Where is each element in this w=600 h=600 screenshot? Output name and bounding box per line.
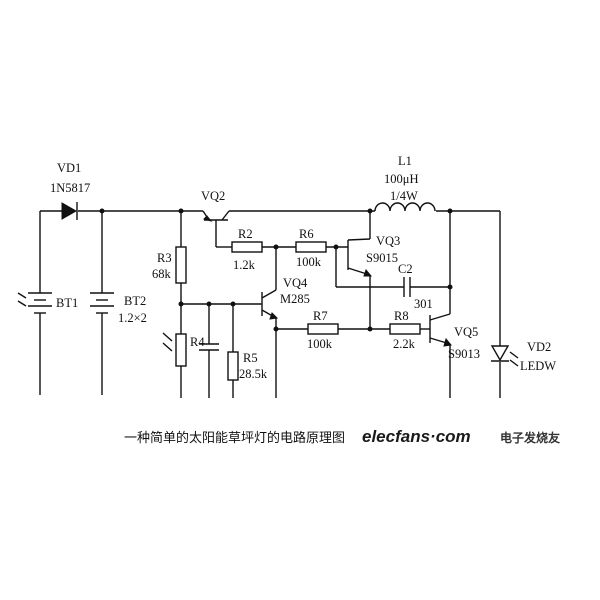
- c2-ref: C2: [398, 262, 413, 276]
- watermark-tagline: 电子发烧友: [500, 430, 560, 445]
- vq2-ref: VQ2: [201, 189, 225, 203]
- r6-value: 100k: [296, 255, 322, 269]
- watermark-site: elecfans·com: [362, 427, 471, 446]
- vq5-part: S9013: [448, 347, 480, 361]
- r7-value: 100k: [307, 337, 333, 351]
- l1-value: 100μH: [384, 172, 418, 186]
- solar-cell-bt1: BT1: [17, 292, 78, 314]
- vd1-part: 1N5817: [50, 181, 90, 195]
- r3-value: 68k: [152, 267, 172, 281]
- r8-ref: R8: [394, 309, 409, 323]
- l1-ref: L1: [398, 154, 412, 168]
- vq3-ref: VQ3: [376, 234, 400, 248]
- vq5-ref: VQ5: [454, 325, 478, 339]
- r4-ref: R4: [190, 335, 205, 349]
- r3-ref: R3: [157, 251, 172, 265]
- diode-vd1: VD1 1N5817: [50, 161, 90, 220]
- r6-ref: R6: [299, 227, 314, 241]
- photoresistor-r4: R4: [162, 332, 205, 367]
- vq3-part: S9015: [366, 251, 398, 265]
- transistor-vq2: VQ2: [201, 189, 230, 222]
- resistor-r8: R8 2.2k: [389, 309, 421, 351]
- capacitor-c2: C2 301: [398, 262, 433, 311]
- diagram-caption: 一种简单的太阳能草坪灯的电路原理图: [124, 430, 345, 446]
- vd2-part: LEDW: [520, 359, 556, 373]
- resistor-r5: R5 28.5k: [227, 351, 268, 381]
- c2-value: 301: [414, 297, 433, 311]
- transistor-vq5: VQ5 S9013: [429, 313, 480, 361]
- vd1-ref: VD1: [57, 161, 81, 175]
- vq4-part: M285: [280, 292, 310, 306]
- resistor-r2: R2 1.2k: [231, 227, 263, 272]
- vq4-ref: VQ4: [283, 276, 308, 290]
- r5-ref: R5: [243, 351, 258, 365]
- bt2-value: 1.2×2: [118, 311, 147, 325]
- bt2-ref: BT2: [124, 294, 146, 308]
- capacitor-unlabeled: [199, 343, 219, 351]
- transistor-vq3: VQ3 S9015: [347, 234, 400, 277]
- r7-ref: R7: [313, 309, 328, 323]
- bt1-ref: BT1: [56, 296, 78, 310]
- wires: [39, 210, 501, 398]
- l1-rating: 1/4W: [390, 189, 418, 203]
- r8-value: 2.2k: [393, 337, 416, 351]
- junction-dots: [99, 208, 453, 332]
- vd2-ref: VD2: [527, 340, 551, 354]
- r5-value: 28.5k: [239, 367, 268, 381]
- battery-bt2: BT2 1.2×2: [90, 292, 147, 325]
- resistor-r3: R3 68k: [152, 246, 187, 284]
- transistor-vq4: VQ4 M285: [261, 276, 310, 320]
- resistor-r6: R6 100k: [295, 227, 327, 269]
- r2-value: 1.2k: [233, 258, 256, 272]
- resistor-r7: R7 100k: [307, 309, 339, 351]
- led-vd2: VD2 LEDW: [490, 340, 556, 373]
- r2-ref: R2: [238, 227, 253, 241]
- inductor-l1: L1 100μH 1/4W: [374, 154, 436, 212]
